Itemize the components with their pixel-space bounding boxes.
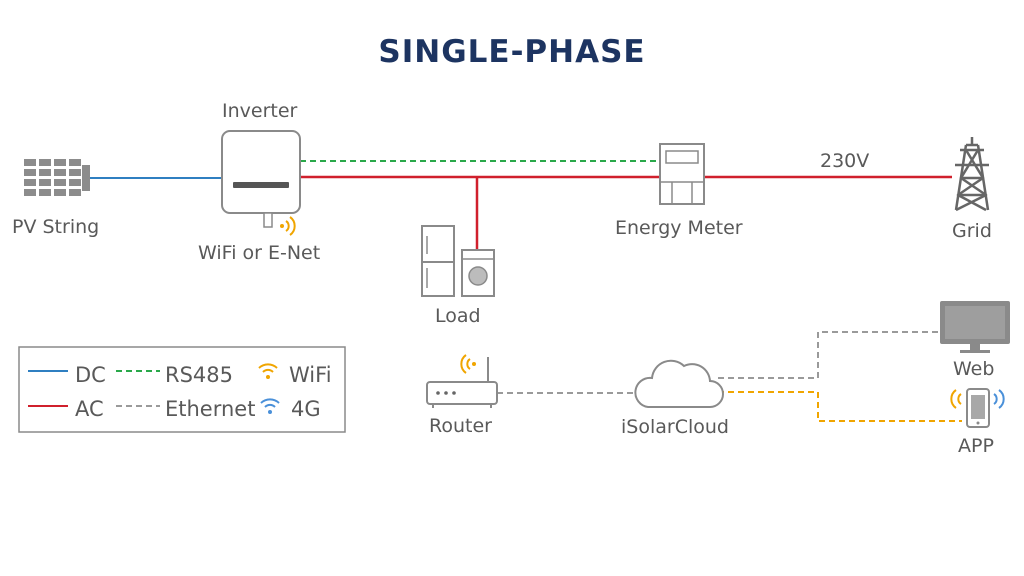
load-label: Load xyxy=(435,305,481,327)
pv-panel-icon xyxy=(24,159,90,196)
wifi-icon xyxy=(258,363,278,379)
energy-meter-icon xyxy=(659,143,705,205)
isolarcloud-label: iSolarCloud xyxy=(621,416,729,438)
energy-meter-label: Energy Meter xyxy=(615,217,743,239)
wifi-enet-label: WiFi or E-Net xyxy=(198,242,320,264)
transmission-tower-icon xyxy=(954,137,990,212)
legend-dc-label: DC xyxy=(75,363,106,387)
legend-ac-label: AC xyxy=(75,397,104,421)
washing-machine-icon xyxy=(461,249,495,297)
inverter-label: Inverter xyxy=(222,100,298,122)
pv-string-label: PV String xyxy=(12,216,99,238)
wifi-line-cloud-app xyxy=(718,391,962,422)
web-label: Web xyxy=(953,358,994,380)
cloud-icon xyxy=(634,359,724,408)
legend-rs485-label: RS485 xyxy=(165,363,233,387)
ethernet-line-cloud-web xyxy=(718,331,940,379)
inverter-icon xyxy=(221,130,301,228)
app-label: APP xyxy=(958,435,994,457)
page-title: SINGLE-PHASE xyxy=(378,34,646,70)
grid-label: Grid xyxy=(952,220,992,242)
router-icon xyxy=(426,357,498,408)
legend-4g-label: 4G xyxy=(291,397,321,421)
4g-icon xyxy=(260,398,280,414)
legend-ethernet-label: Ethernet xyxy=(165,397,255,421)
voltage-label: 230V xyxy=(820,150,869,172)
wifi-signal-icon xyxy=(950,389,962,409)
legend-wifi-label: WiFi xyxy=(289,363,332,387)
monitor-icon xyxy=(940,301,1010,353)
4g-signal-icon xyxy=(993,389,1005,409)
legend: DC RS485 WiFi AC Ethernet 4G xyxy=(18,346,346,433)
smartphone-icon xyxy=(966,388,990,428)
router-label: Router xyxy=(429,415,492,437)
wifi-signal-icon xyxy=(460,354,476,374)
refrigerator-icon xyxy=(421,225,455,297)
wifi-signal-icon xyxy=(280,216,296,236)
